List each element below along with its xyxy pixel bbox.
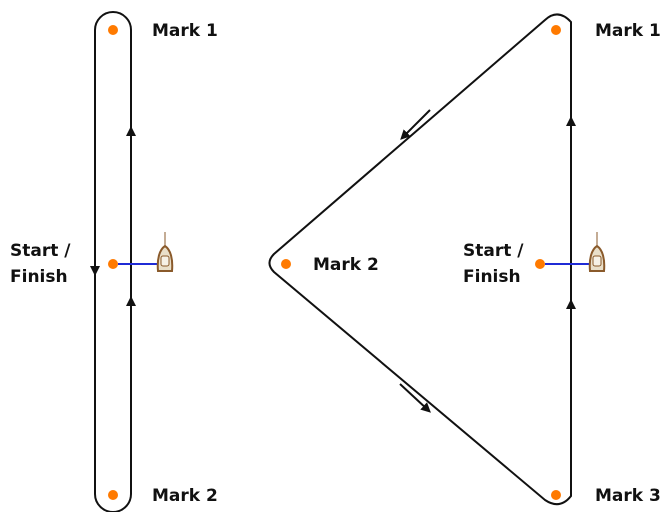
right-mark-3 [551, 490, 561, 500]
right-course: Mark 1 Mark 2 Mark 3 Start / Finish [268, 13, 661, 506]
left-start-label-line1: Start / [10, 241, 71, 261]
right-reach-arrow-2 [399, 383, 431, 413]
left-course: Mark 1 Mark 2 Start / Finish [10, 11, 218, 512]
left-mark-2-label: Mark 2 [152, 486, 218, 506]
left-start-pin-mark [108, 259, 118, 269]
right-start-pin-mark [535, 259, 545, 269]
right-mark-1 [551, 25, 561, 35]
left-course-loop [94, 11, 132, 512]
right-mark-1-label: Mark 1 [595, 21, 661, 41]
right-reach-arrow-1 [400, 109, 431, 140]
right-committee-boat-icon [588, 232, 606, 272]
right-mark-2 [281, 259, 291, 269]
left-mark-1-label: Mark 1 [152, 21, 218, 41]
left-mark-1 [108, 25, 118, 35]
right-start-label-line2: Finish [463, 267, 521, 287]
left-mark-2 [108, 490, 118, 500]
right-mark-2-label: Mark 2 [313, 255, 379, 275]
right-mark-3-label: Mark 3 [595, 486, 661, 506]
right-course-triangle [268, 13, 572, 506]
left-committee-boat-icon [156, 232, 174, 272]
left-start-label-line2: Finish [10, 267, 68, 287]
right-start-label-line1: Start / [463, 241, 524, 261]
